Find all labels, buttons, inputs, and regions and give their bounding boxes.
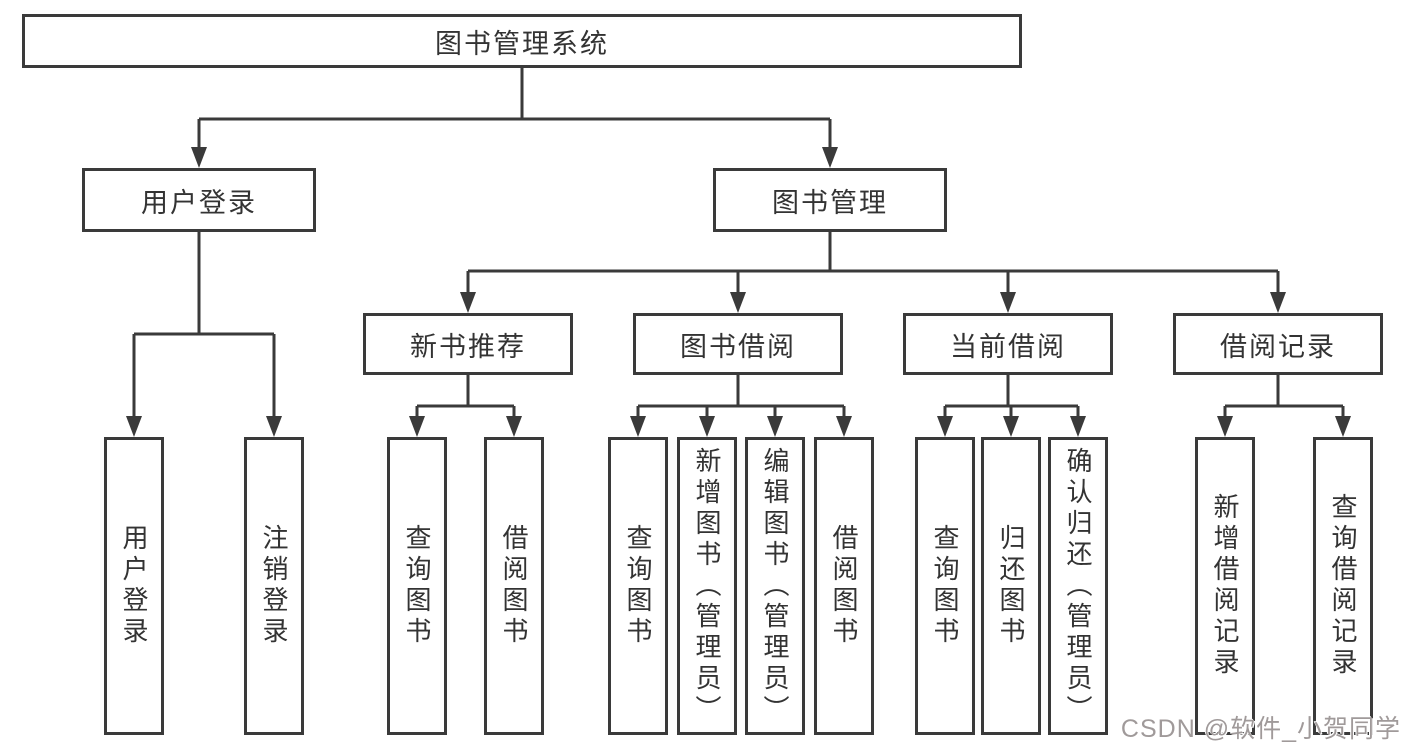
leaf-query-books-1-label: 查询图书	[402, 524, 432, 648]
leaf-borrow-books-1: 借阅图书	[484, 437, 544, 735]
leaf-query-borrow-record-label: 查询借阅记录	[1328, 493, 1358, 679]
leaf-query-books-2: 查询图书	[608, 437, 668, 735]
node-current-borrow: 当前借阅	[903, 313, 1113, 375]
leaf-logout: 注销登录	[244, 437, 304, 735]
node-root-label: 图书管理系统	[435, 28, 609, 59]
node-book-management-label: 图书管理	[772, 187, 888, 218]
leaf-query-books-3: 查询图书	[915, 437, 975, 735]
leaf-edit-book-admin: 编辑图书（管理员）	[745, 437, 805, 735]
node-user-login-label: 用户登录	[141, 187, 257, 218]
leaf-user-login: 用户登录	[104, 437, 164, 735]
node-user-login: 用户登录	[82, 168, 316, 232]
csdn-watermark: CSDN @软件_小贺同学	[1120, 715, 1401, 743]
leaf-add-borrow-record-label: 新增借阅记录	[1210, 493, 1240, 679]
leaf-add-book-admin-label: 新增图书（管理员）	[692, 446, 722, 726]
node-book-borrow: 图书借阅	[633, 313, 843, 375]
leaf-borrow-books-2-label: 借阅图书	[829, 524, 859, 648]
leaf-return-books: 归还图书	[981, 437, 1041, 735]
leaf-query-books-1: 查询图书	[387, 437, 447, 735]
leaf-logout-label: 注销登录	[259, 524, 289, 648]
node-root: 图书管理系统	[22, 14, 1022, 68]
node-book-management: 图书管理	[713, 168, 947, 232]
node-borrow-records: 借阅记录	[1173, 313, 1383, 375]
node-new-book-recommend-label: 新书推荐	[410, 331, 526, 362]
leaf-edit-book-admin-label: 编辑图书（管理员）	[760, 446, 790, 726]
leaf-borrow-books-1-label: 借阅图书	[499, 524, 529, 648]
node-new-book-recommend: 新书推荐	[363, 313, 573, 375]
leaf-query-borrow-record: 查询借阅记录	[1313, 437, 1373, 735]
node-current-borrow-label: 当前借阅	[950, 331, 1066, 362]
leaf-add-book-admin: 新增图书（管理员）	[677, 437, 737, 735]
leaf-confirm-return-admin: 确认归还（管理员）	[1048, 437, 1108, 735]
leaf-add-borrow-record: 新增借阅记录	[1195, 437, 1255, 735]
leaf-borrow-books-2: 借阅图书	[814, 437, 874, 735]
node-borrow-records-label: 借阅记录	[1220, 331, 1336, 362]
leaf-confirm-return-admin-label: 确认归还（管理员）	[1063, 446, 1093, 726]
node-book-borrow-label: 图书借阅	[680, 331, 796, 362]
leaf-query-books-2-label: 查询图书	[623, 524, 653, 648]
leaf-query-books-3-label: 查询图书	[930, 524, 960, 648]
leaf-return-books-label: 归还图书	[996, 524, 1026, 648]
leaf-user-login-label: 用户登录	[119, 524, 149, 648]
